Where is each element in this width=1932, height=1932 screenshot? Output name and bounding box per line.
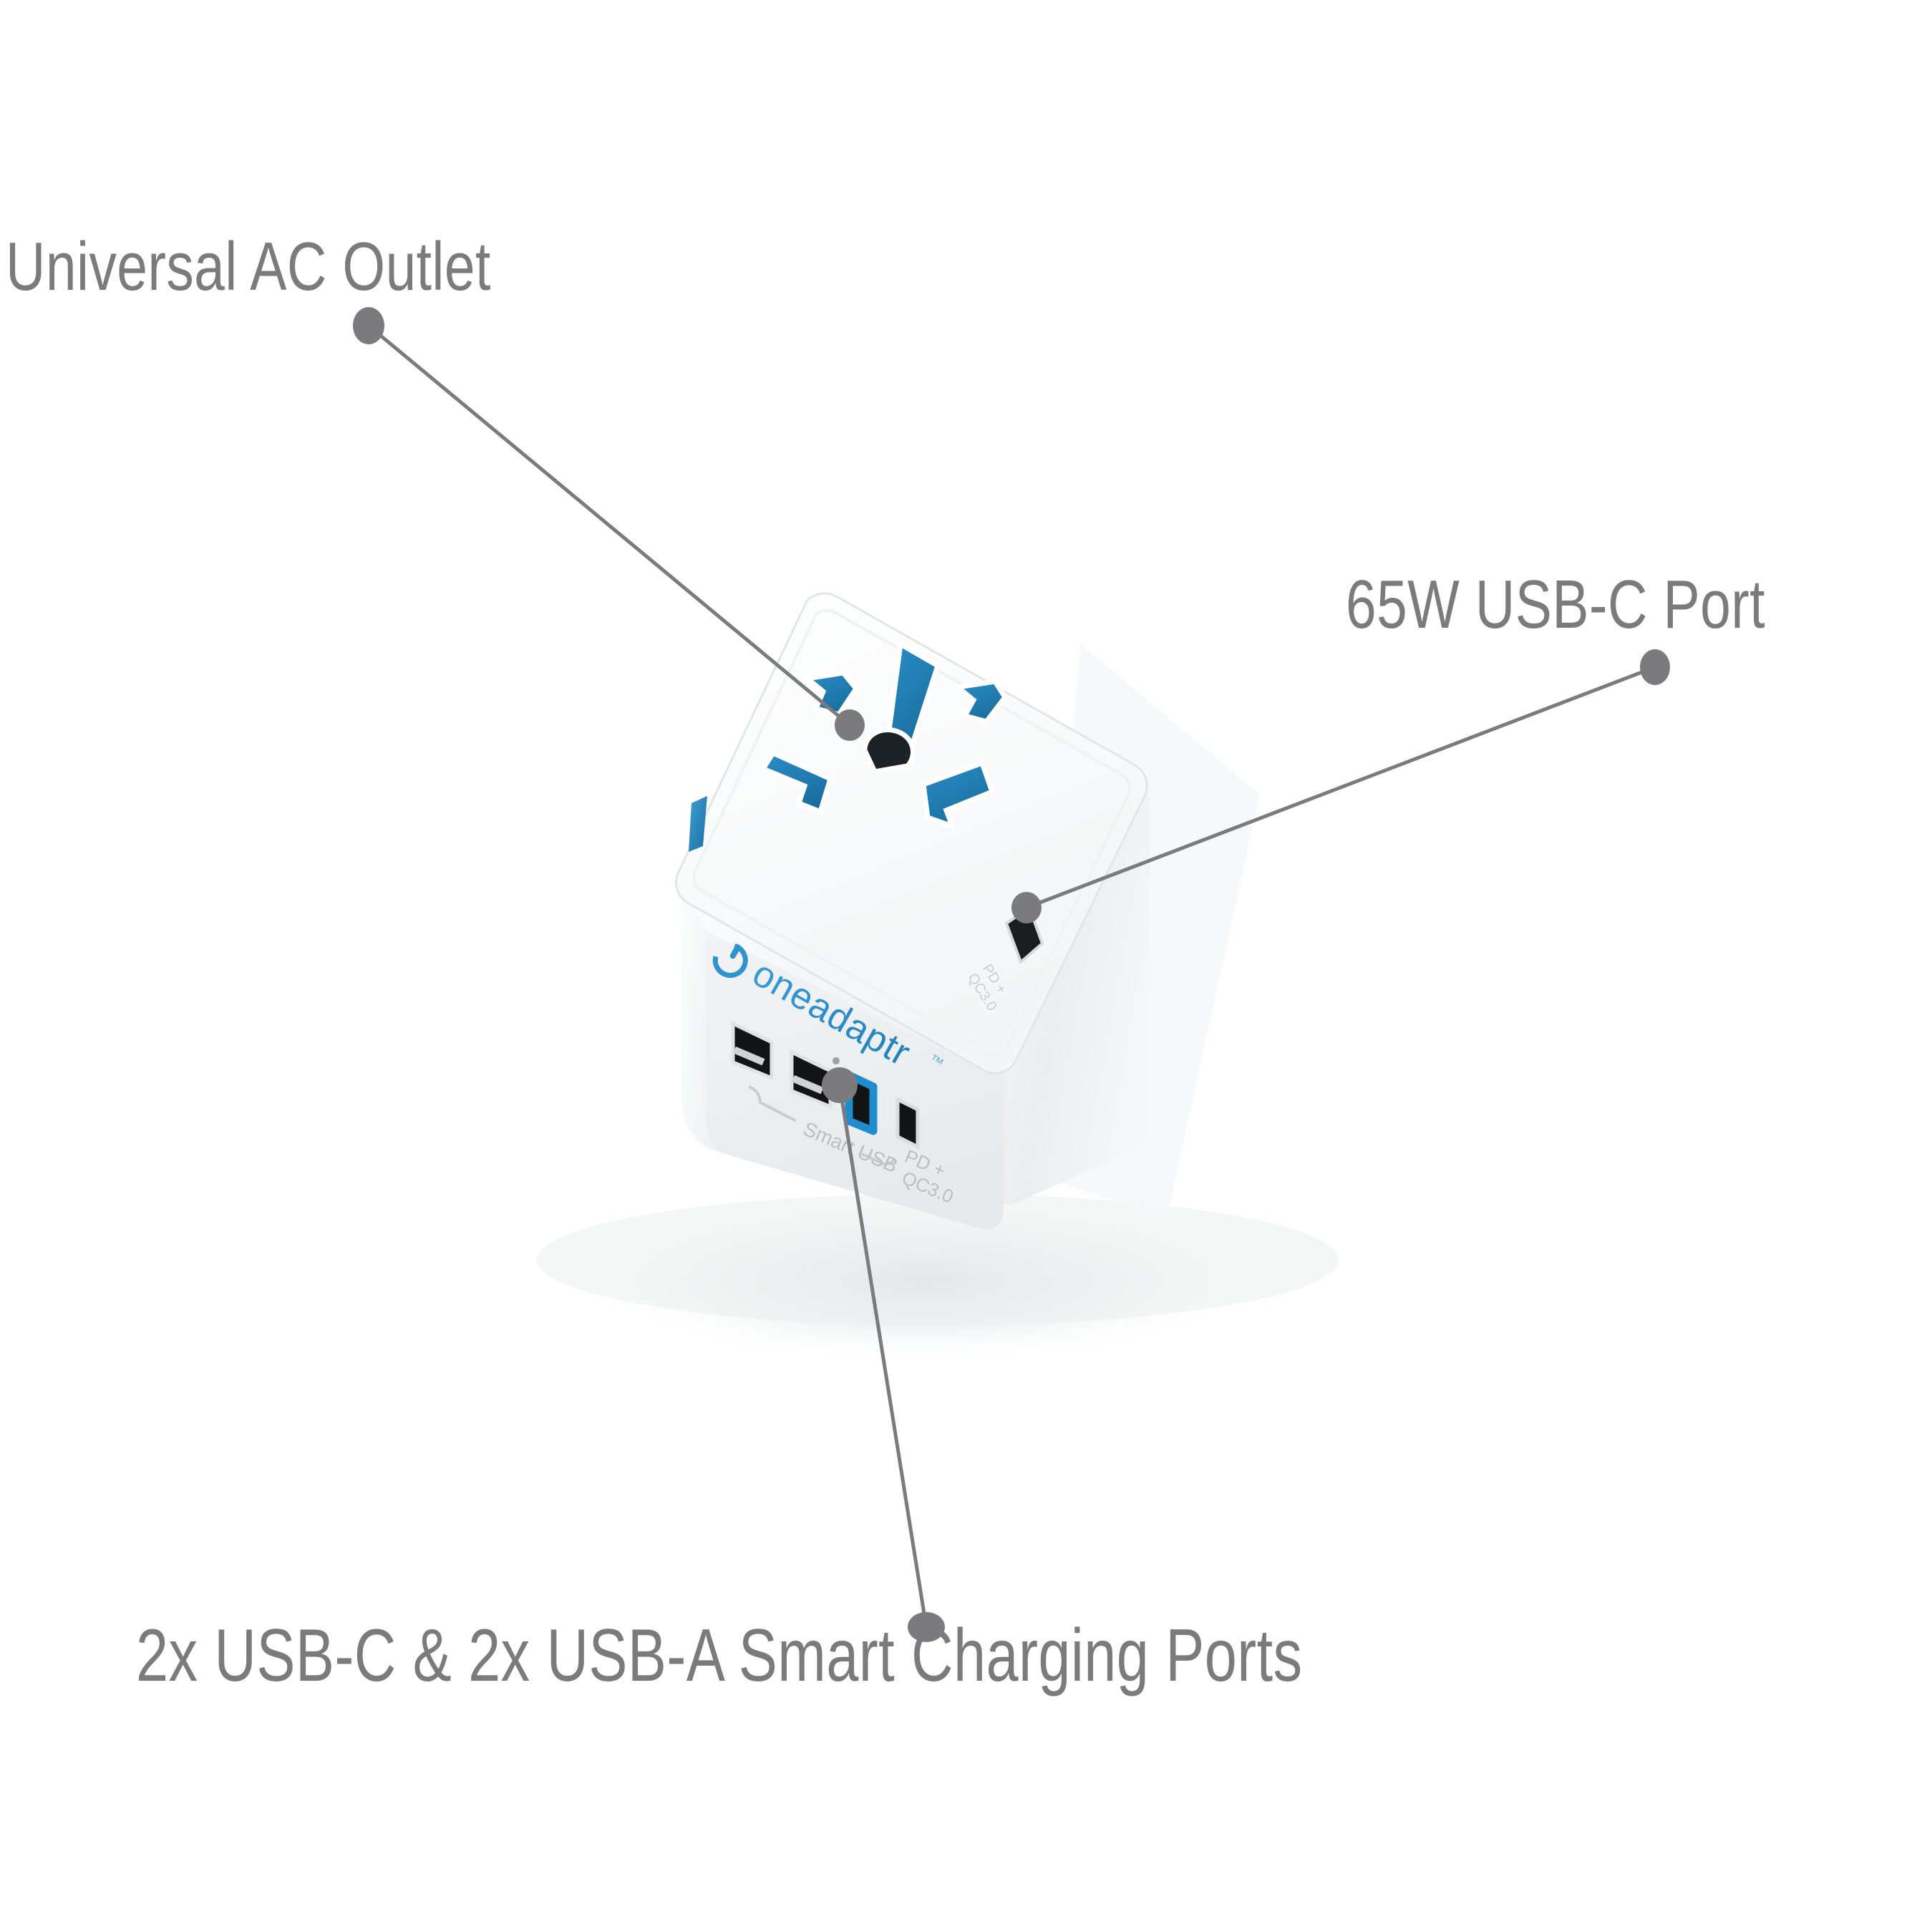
callout-label-smart-charging-ports: 2x USB-C & 2x USB-A Smart Charging Ports xyxy=(136,1614,1303,1697)
leader-dot-target-universal-ac-outlet xyxy=(835,709,865,741)
front-port-usb-c-blue-rim xyxy=(845,1071,878,1135)
product-drop-shadow-soft xyxy=(537,1194,1339,1326)
smart-usb-bracket-left xyxy=(748,1085,797,1122)
callout-label-usb-c-65w: 65W USB-C Port xyxy=(1346,566,1765,643)
front-port-usb-a-1-tongue xyxy=(733,1047,765,1066)
socket-slot-lower-left xyxy=(759,749,834,815)
universal-ac-socket-slots xyxy=(759,640,1009,830)
front-port-usb-c-black-rim xyxy=(895,1096,920,1150)
leader-dot-target-usb-c-65w xyxy=(1011,892,1042,923)
leader-dot-target-smart-charging-ports xyxy=(822,1067,858,1103)
smart-usb-bracket-right xyxy=(861,1152,896,1165)
side-port-pd-qc-label: PD + QC3.0 xyxy=(964,961,1009,1014)
front-port-usb-c-black xyxy=(898,1100,918,1147)
socket-slot-lower-right xyxy=(921,759,996,830)
blue-slider-switch xyxy=(689,796,707,852)
leader-line-smart-charging-ports xyxy=(838,1084,928,1628)
callout-label-universal-ac-outlet: Universal AC Outlet xyxy=(6,228,491,305)
top-face-rim xyxy=(692,608,1132,1056)
socket-slot-right-hook xyxy=(951,679,1009,724)
leader-dot-label-usb-c-65w xyxy=(1640,649,1670,685)
leader-dot-label-smart-charging-ports xyxy=(908,1612,945,1642)
front-port-usb-a-2-tongue xyxy=(792,1074,824,1094)
front-port-usb-a-2-rim xyxy=(790,1049,832,1110)
socket-slot-earth-round xyxy=(862,727,916,775)
power-symbol-icon xyxy=(712,942,748,978)
led-indicator xyxy=(832,1057,840,1064)
leader-line-usb-c-65w xyxy=(1026,665,1656,910)
front-port-usb-a-1-rim xyxy=(731,1021,774,1081)
leader-dot-label-universal-ac-outlet xyxy=(353,307,384,344)
front-port-row xyxy=(731,1021,920,1150)
leader-line-universal-ac-outlet xyxy=(367,324,851,727)
